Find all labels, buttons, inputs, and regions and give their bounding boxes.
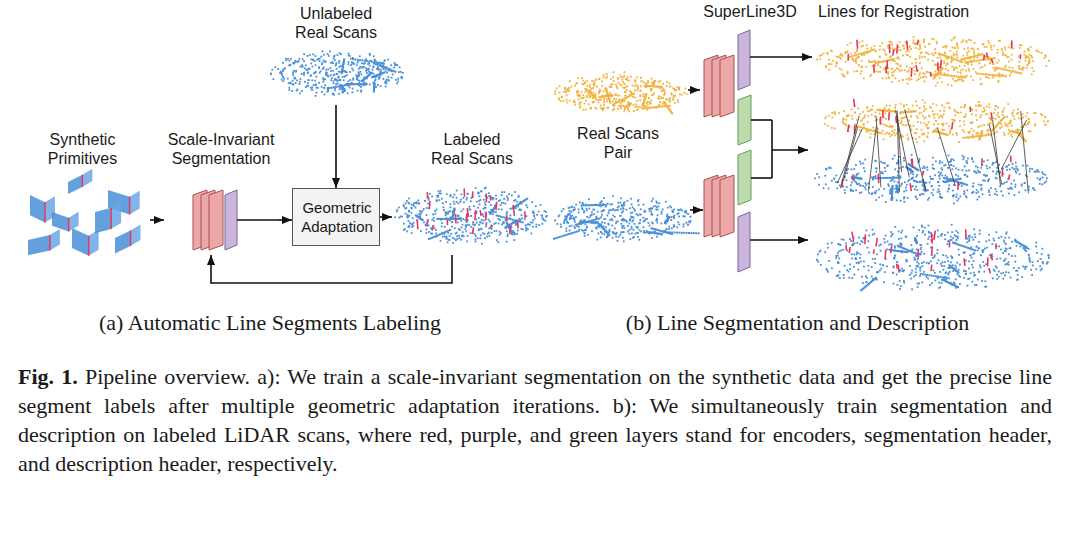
page: {"diagram": { "caption": "Fig. 1. Pipeli… bbox=[0, 0, 1070, 556]
